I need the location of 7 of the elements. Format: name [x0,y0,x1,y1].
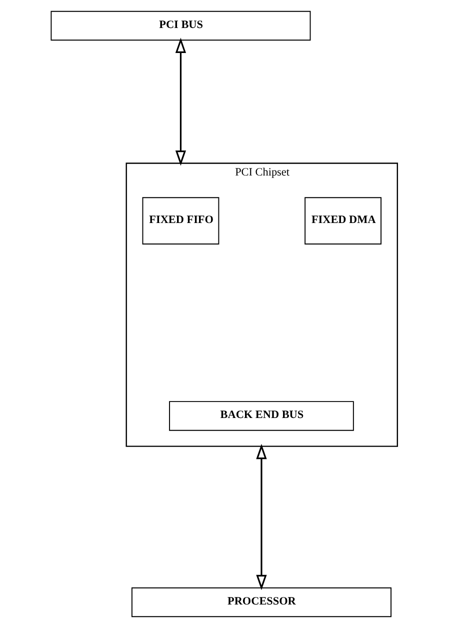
node-box: FIXED DMA [304,197,382,245]
arrow [256,444,267,590]
arrow [175,38,186,166]
node-box: BACK END BUS [169,401,354,431]
node-box: PROCESSOR [131,587,392,618]
node-box: PCI BUS [50,10,311,41]
node-box: FIXED FIFO [142,197,220,245]
